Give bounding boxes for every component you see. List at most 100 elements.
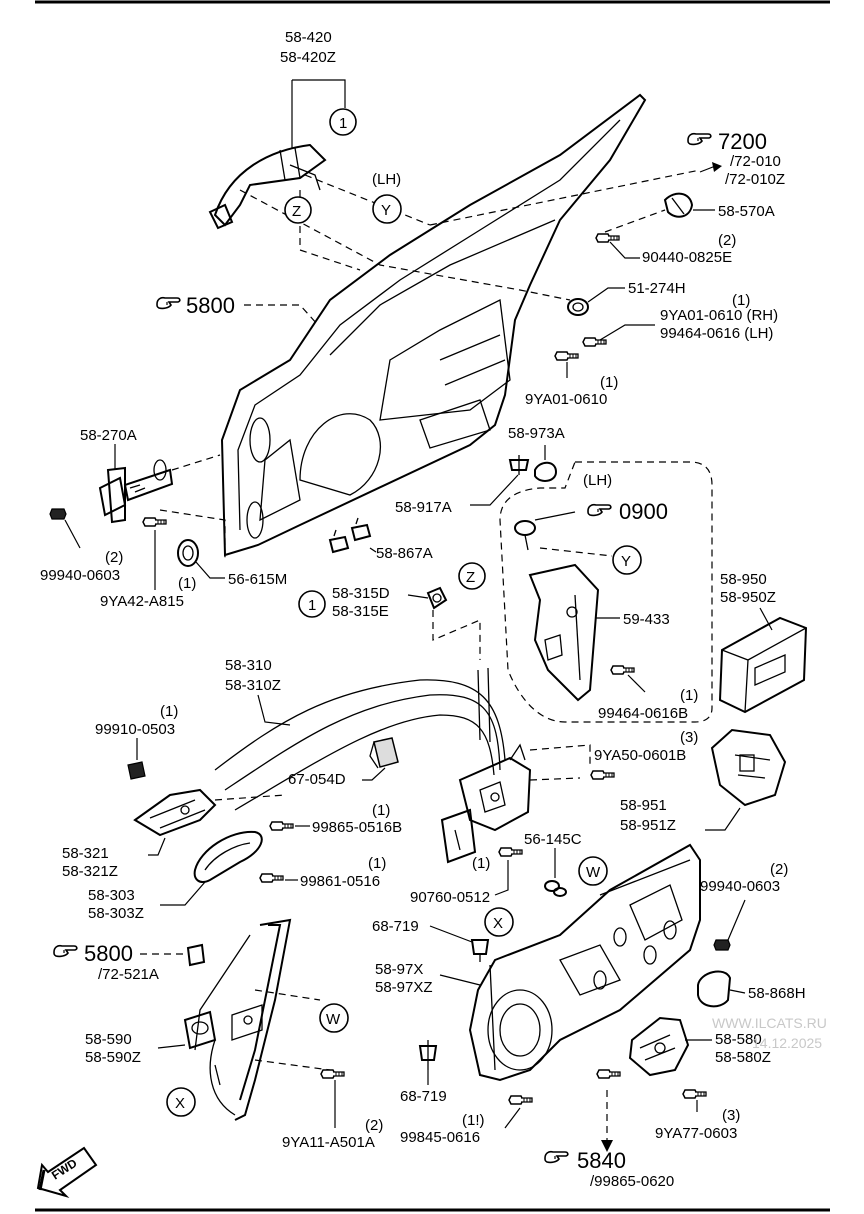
cap-58-973a [534, 461, 558, 482]
label-9ya01-0610: 9YA01-0610 [525, 391, 607, 408]
label-58-590: 58-590 [85, 1031, 132, 1048]
hand-pointer-icon [687, 132, 712, 146]
pad-58-950 [718, 616, 808, 714]
label-58-580: 58-580 [715, 1031, 762, 1048]
qty-9ya01-rh: (1) [732, 292, 750, 309]
watermark-site: WWW.ILCATS.RU [712, 1015, 827, 1031]
bolt-9ya77 [682, 1089, 707, 1099]
label-9ya11-a501a: 9YA11-A501A [282, 1134, 375, 1151]
lh-detail-box [499, 461, 713, 723]
callout-1-mid [298, 590, 326, 618]
callout-z-mid-text: Z [466, 569, 475, 586]
label-58-973a: 58-973A [508, 425, 565, 442]
label-99940-0603-left: 99940-0603 [40, 567, 120, 584]
label-99940-0603-right: 99940-0603 [700, 878, 780, 895]
label-5800-top: 5800 [186, 293, 235, 318]
label-58-420z: 58-420Z [280, 49, 336, 66]
hand-pointer-icon [544, 1150, 569, 1164]
label-58-310: 58-310 [225, 657, 272, 674]
hand-pointer-icon [587, 503, 612, 517]
callout-w-left [319, 1003, 349, 1033]
label-58-590z: 58-590Z [85, 1049, 141, 1066]
lock-knob-lh [514, 520, 536, 551]
clip-68-719-bottom [418, 1040, 438, 1070]
label-9ya50-0601b: 9YA50-0601B [594, 747, 686, 764]
clip-58-917a [508, 455, 530, 475]
bolt-9ya50 [590, 770, 615, 780]
grommet-56-615m [177, 539, 199, 567]
qty-90440: (2) [718, 232, 736, 249]
qty-90760: (1) [472, 855, 490, 872]
door-latch-assembly [440, 743, 532, 864]
clip-72-521a [186, 943, 206, 967]
handle-bezel-58-303 [193, 830, 263, 883]
bolt-90440 [595, 233, 620, 243]
qty-99865-0516b: (1) [372, 802, 390, 819]
bolt-9ya11 [320, 1069, 345, 1079]
window-regulator-58-590 [183, 918, 292, 1121]
fwd-arrow-icon [36, 1146, 98, 1199]
lock-cylinder-58-315d [426, 586, 448, 610]
label-58-950: 58-950 [720, 571, 767, 588]
bolt-90760 [498, 847, 523, 857]
label-58-315e: 58-315E [332, 603, 389, 620]
label-58-570a: 58-570A [718, 203, 775, 220]
qty-99940-left: (2) [105, 549, 123, 566]
callout-x-right-text: X [493, 915, 503, 932]
hand-pointer-icon [53, 944, 78, 958]
callout-z-top [284, 196, 312, 224]
label-58-97xz: 58-97XZ [375, 979, 433, 996]
qty-99861: (1) [368, 855, 386, 872]
qty-99464b: (1) [680, 687, 698, 704]
clip-56-145c [544, 880, 567, 897]
callout-1-top-text: 1 [339, 115, 347, 132]
label-72-521a: /72-521A [98, 966, 159, 983]
label-99464-0616b: 99464-0616B [598, 705, 688, 722]
lock-actuator-58-580 [628, 1016, 690, 1077]
clip-99910 [127, 761, 146, 780]
clips-58-867a [328, 517, 372, 554]
rod-end-58-570a [663, 192, 694, 218]
callout-w-right-text: W [586, 864, 601, 881]
callout-z-top-text: Z [292, 203, 301, 220]
clip-68-719-top [470, 939, 490, 962]
label-58-321: 58-321 [62, 845, 109, 862]
label-51-274h: 51-274H [628, 280, 686, 297]
bolt-9ya01-rh [582, 337, 607, 347]
bolt-99861 [259, 873, 284, 883]
label-5840: 5840 [577, 1148, 626, 1173]
label-58-580z: 58-580Z [715, 1049, 771, 1066]
label-58-867a: 58-867A [376, 545, 433, 562]
label-68-719-bottom: 68-719 [400, 1088, 447, 1105]
qty-99845: (1!) [462, 1112, 485, 1129]
label-58-97x: 58-97X [375, 961, 423, 978]
label-99865-0620: /99865-0620 [590, 1173, 674, 1190]
hand-pointer-icon [156, 296, 181, 310]
label-58-868h: 58-868H [748, 985, 806, 1002]
callout-x-right [484, 907, 514, 937]
watermark-date: 14.12.2025 [752, 1035, 822, 1051]
callout-w-left-text: W [326, 1011, 341, 1028]
label-58-950z: 58-950Z [720, 589, 776, 606]
callout-x-left [166, 1087, 196, 1117]
qty-99910: (1) [160, 703, 178, 720]
label-9ya01-0610-rh: 9YA01-0610 (RH) [660, 307, 778, 324]
callout-1-top [329, 108, 357, 136]
bolt-99865-0620 [596, 1069, 621, 1079]
label-58-951: 58-951 [620, 797, 667, 814]
label-99464-0616-lh: 99464-0616 (LH) [660, 325, 773, 342]
label-99910-0503: 99910-0503 [95, 721, 175, 738]
inner-handle-58-321 [133, 788, 217, 837]
qty-9ya11: (2) [365, 1117, 383, 1134]
callout-w-right [578, 856, 608, 886]
qty-99940-right: (2) [770, 861, 788, 878]
label-58-951z: 58-951Z [620, 817, 676, 834]
label-99861-0516: 99861-0516 [300, 873, 380, 890]
label-58-303z: 58-303Z [88, 905, 144, 922]
callout-y-top [372, 194, 402, 224]
label-56-145c: 56-145C [524, 831, 582, 848]
label-68-719-top: 68-719 [372, 918, 419, 935]
latch-cover-59-433 [528, 563, 600, 702]
label-5800-bottom: 5800 [84, 941, 133, 966]
